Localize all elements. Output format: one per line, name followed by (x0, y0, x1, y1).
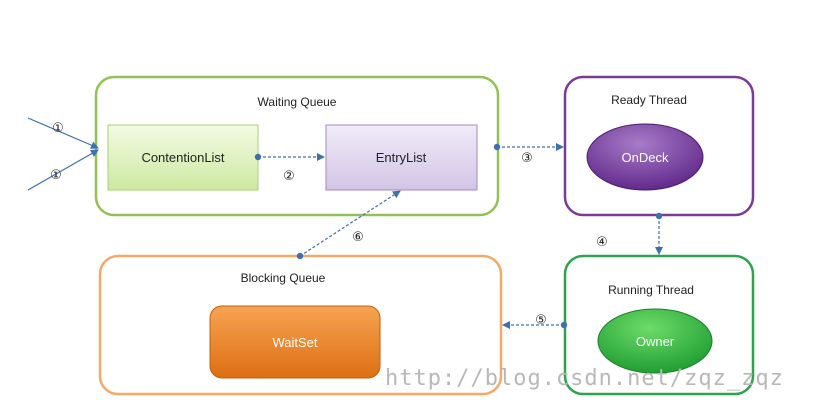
step-1-lower-label: ① (50, 168, 62, 183)
step-5-label: ⑤ (535, 313, 547, 328)
contention-list-node (107, 124, 259, 191)
incoming-arrow-lower (27, 149, 99, 191)
owner-node (597, 308, 713, 374)
running-thread-label: Running Thread (608, 283, 694, 297)
waiting-queue-label: Waiting Queue (258, 95, 337, 109)
wait-set-node (209, 305, 381, 379)
step-2-label: ② (283, 169, 295, 184)
blocking-queue-label: Blocking Queue (241, 271, 326, 285)
on-deck-label: OnDeck (622, 150, 669, 165)
owner-label: Owner (636, 334, 675, 349)
step-4-label: ④ (596, 235, 608, 250)
incoming-arrow-upper (27, 117, 99, 149)
step-6-label: ⑥ (352, 230, 364, 245)
step-1-upper-label: ① (52, 121, 64, 136)
entry-list-label: EntryList (376, 150, 427, 165)
on-deck-node (586, 123, 704, 191)
wait-set-label: WaitSet (272, 335, 317, 350)
watermark-text: http://blog.csdn.net/zqz_zqz (385, 366, 784, 391)
entry-list-node (325, 124, 478, 191)
contention-list-label: ContentionList (141, 150, 224, 165)
ready-thread-label: Ready Thread (611, 93, 687, 107)
step-3-label: ③ (521, 151, 533, 166)
